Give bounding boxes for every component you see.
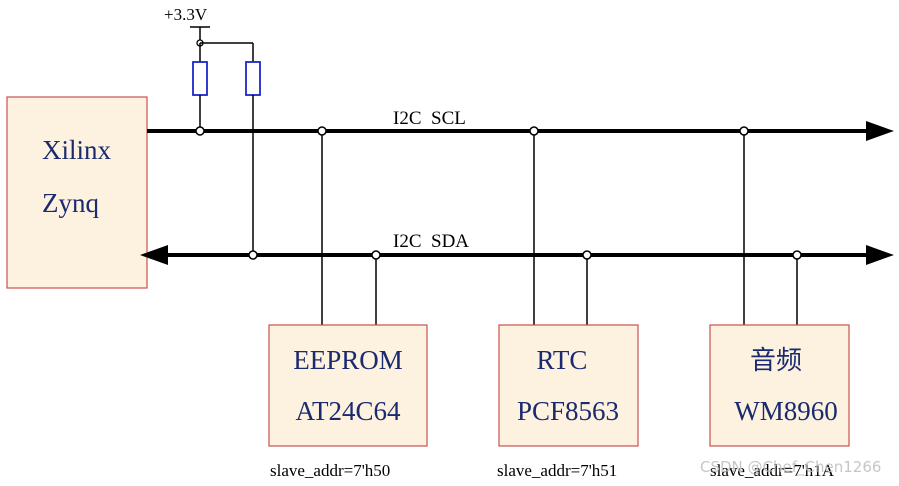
audio-label-line2: WM8960 — [734, 396, 838, 426]
rtc-label-line2: PCF8563 — [517, 396, 619, 426]
eeprom-label-line1: EEPROM — [293, 345, 403, 375]
scl-bus-label: I2C SCL — [393, 108, 466, 129]
sda-arrow-head-right — [866, 245, 894, 265]
rtc-address: slave_addr=7'h51 — [497, 461, 617, 480]
sda-arrow-head-left — [140, 245, 168, 265]
zynq-block — [6, 96, 148, 289]
audio-label-line1: 音频 — [750, 346, 802, 376]
junction-sda-eeprom — [371, 250, 381, 260]
junction-nodes — [195, 126, 802, 260]
junction-sda-rtc — [582, 250, 592, 260]
junction-scl-rtc — [529, 126, 539, 136]
rtc-label-line1: RTC — [537, 345, 588, 375]
junction-scl-pullup — [195, 126, 205, 136]
junction-scl-audio — [739, 126, 749, 136]
eeprom-label-line2: AT24C64 — [295, 396, 401, 426]
watermark: CSDN @Chef_Chen1266 — [700, 458, 881, 477]
sda-bus-label: I2C SDA — [393, 231, 469, 252]
scl-arrow-head — [866, 121, 894, 141]
pullup-scl-resistor — [192, 61, 208, 96]
pullup-sda-resistor — [245, 61, 261, 96]
junction-sda-pullup — [248, 250, 258, 260]
eeprom-block — [268, 324, 428, 447]
rtc-block — [498, 324, 639, 447]
audio-address: slave_addr=7'h1A — [710, 461, 835, 480]
audio-block — [709, 324, 850, 447]
junction-sda-audio — [792, 250, 802, 260]
zynq-label-line1: Xilinx — [42, 135, 112, 165]
power-label: +3.3V — [164, 5, 208, 24]
junction-scl-eeprom — [317, 126, 327, 136]
zynq-label-line2: Zynq — [42, 188, 99, 218]
eeprom-address: slave_addr=7'h50 — [270, 461, 390, 480]
